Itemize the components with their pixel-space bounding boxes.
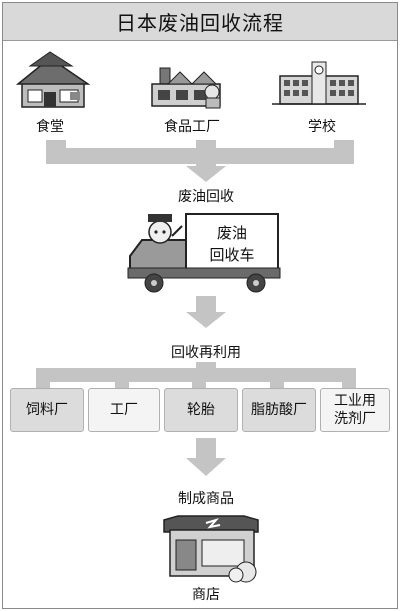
truck-icon xyxy=(127,213,281,293)
destination-factory: 工厂 xyxy=(88,388,160,432)
source-school-label: 学校 xyxy=(308,119,336,135)
collect-bracket xyxy=(46,140,354,182)
reuse-arrow xyxy=(186,296,226,328)
factory-icon xyxy=(151,67,221,109)
canteen-icon xyxy=(15,51,91,108)
source-canteen-label: 食堂 xyxy=(36,119,64,135)
destination-detergent-plant: 工业用洗剂厂 xyxy=(320,388,390,432)
page-title: 日本废油回收流程 xyxy=(3,3,397,41)
destination-fatty-acid-plant: 脂肪酸厂 xyxy=(242,388,316,432)
destination-feed-mill: 饲料厂 xyxy=(10,388,84,432)
product-arrow xyxy=(186,438,226,476)
truck-label-line2: 回收车 xyxy=(209,246,255,264)
step-products-label: 制成商品 xyxy=(178,491,234,507)
step-reuse-label: 回收再利用 xyxy=(171,345,241,361)
step-collect-label: 废油回收 xyxy=(178,189,234,205)
truck-label: 废油 回收车 xyxy=(192,222,272,266)
reuse-bracket xyxy=(36,362,356,390)
source-food-factory-label: 食品工厂 xyxy=(164,119,220,135)
school-icon xyxy=(272,61,366,105)
shop-icon xyxy=(163,515,259,583)
shop-label: 商店 xyxy=(192,587,220,603)
destination-tire: 轮胎 xyxy=(164,388,238,432)
truck-label-line1: 废油 xyxy=(216,224,247,242)
